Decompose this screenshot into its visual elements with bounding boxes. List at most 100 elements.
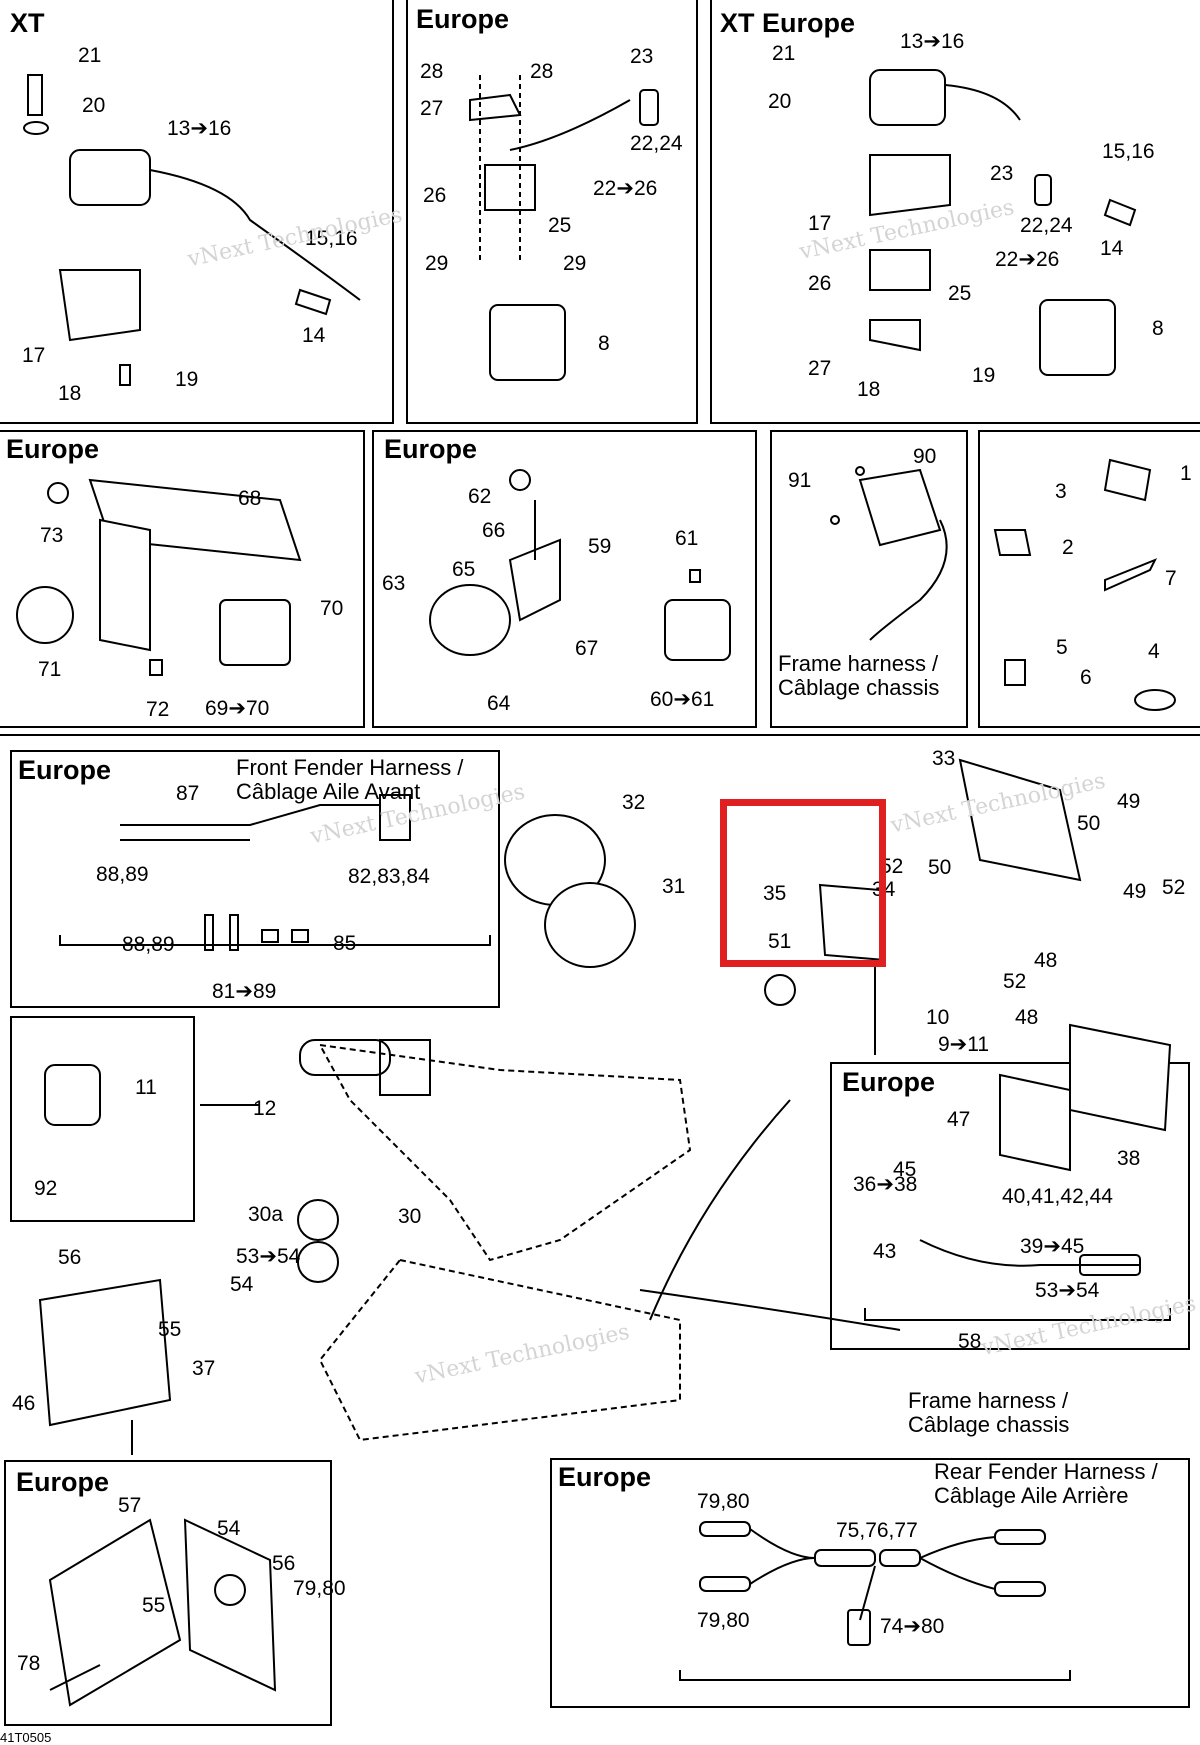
panel-xt xyxy=(0,0,394,424)
part-label: 73 xyxy=(40,524,63,547)
panel-front-fender xyxy=(10,750,500,1008)
part-label: 8 xyxy=(598,332,610,355)
part-label: 92 xyxy=(34,1177,57,1200)
part-label: 18 xyxy=(857,378,880,401)
part-label: 67 xyxy=(575,637,598,660)
part-label: 23 xyxy=(990,162,1013,185)
part-label: 48 xyxy=(1015,1006,1038,1029)
part-label: 85 xyxy=(333,932,356,955)
part-label: 49 xyxy=(1123,880,1146,903)
part-label: 75,76,77 xyxy=(836,1519,918,1542)
part-label: 26 xyxy=(423,184,446,207)
panel-xt-europe xyxy=(710,0,1200,424)
europe-top-assembly xyxy=(469,75,659,381)
part-label: 47 xyxy=(947,1108,970,1131)
part-label: 81➔89 xyxy=(212,980,276,1003)
switch-assembly xyxy=(44,1064,260,1126)
part-label: 13➔16 xyxy=(167,117,231,140)
part-label: 88,89 xyxy=(122,933,175,956)
part-label: 14 xyxy=(1100,237,1124,260)
part-label: 3 xyxy=(1055,480,1067,503)
part-label: 39➔45 xyxy=(1020,1235,1084,1258)
panel-title-europe-horn: Europe xyxy=(384,434,478,464)
part-label: 14 xyxy=(302,324,326,347)
part-label: 29 xyxy=(563,252,586,275)
part-label: 48 xyxy=(1034,949,1057,972)
part-label: 19 xyxy=(175,368,198,391)
part-label: 18 xyxy=(58,382,81,405)
watermarks: vNext Technologies vNext Technologies vN… xyxy=(185,195,1199,1390)
part-label: 25 xyxy=(548,214,571,237)
europe-taillight-assembly xyxy=(48,1518,277,1707)
panel-regulator xyxy=(770,430,968,728)
part-label: 88,89 xyxy=(96,863,149,886)
part-label: 78 xyxy=(17,1652,40,1675)
part-label: 61 xyxy=(675,527,698,550)
part-label: 29 xyxy=(425,252,448,275)
part-label: 15,16 xyxy=(1102,140,1155,163)
main-separator xyxy=(0,734,1200,736)
part-label: 49 xyxy=(1117,790,1140,813)
drawing-code: 41T0505 xyxy=(0,1730,52,1745)
part-label: 52 xyxy=(1003,970,1026,993)
part-label: 50 xyxy=(1077,812,1100,835)
panel-europe-taillight xyxy=(4,1460,332,1726)
part-label: 22➔26 xyxy=(593,177,657,200)
part-label: 71 xyxy=(38,658,61,681)
main-assembly xyxy=(38,758,1082,1455)
part-label: 5 xyxy=(1056,636,1068,659)
europe-lights-assembly xyxy=(16,478,302,676)
panel-title-xt: XT xyxy=(10,8,45,38)
part-label: 58 xyxy=(958,1330,981,1353)
part-label: 22,24 xyxy=(630,132,683,155)
panel-title-xt-europe: XT Europe xyxy=(720,8,856,38)
panel-title-europe-top: Europe xyxy=(416,4,510,34)
rear-fender-subtitle: Rear Fender Harness / Câblage Aile Arriè… xyxy=(934,1459,1158,1508)
watermark-front-fender: vNext Technologies xyxy=(307,779,527,849)
part-label: 56 xyxy=(272,1552,295,1575)
part-label: 23 xyxy=(630,45,653,68)
watermark-xt: vNext Technologies xyxy=(185,202,405,272)
part-label: 28 xyxy=(530,60,553,83)
part-label: 70 xyxy=(320,597,343,620)
part-label: 66 xyxy=(482,519,505,542)
panel-title-rear-fender: Europe xyxy=(558,1462,652,1492)
panel-title-europe-lights: Europe xyxy=(6,434,100,464)
part-label: 51 xyxy=(768,930,791,953)
part-label: 8 xyxy=(1152,317,1164,340)
part-label: 60➔61 xyxy=(650,688,714,711)
part-label: 26 xyxy=(808,272,831,295)
europe-horn-assembly xyxy=(429,469,731,661)
regulator-subtitle: Frame harness / Câblage chassis xyxy=(778,651,940,700)
part-label: 15,16 xyxy=(305,227,358,250)
part-label: 54 xyxy=(230,1273,254,1296)
part-label: 27 xyxy=(420,97,443,120)
europe-housing-assembly xyxy=(864,1023,1172,1321)
part-label: 54 xyxy=(217,1517,241,1540)
part-label: 91 xyxy=(788,469,811,492)
part-label: 17 xyxy=(808,212,831,235)
panel-europe-top xyxy=(406,0,698,424)
part-label: 82,83,84 xyxy=(348,865,430,888)
hardware-assembly xyxy=(993,458,1176,711)
xt-europe-assembly xyxy=(869,69,1137,376)
part-label: 33 xyxy=(932,747,955,770)
part-label: 6 xyxy=(1080,666,1092,689)
main-frame-harness-note: Frame harness / Câblage chassis xyxy=(908,1388,1070,1437)
part-label: 74➔80 xyxy=(880,1615,944,1638)
panel-rear-fender xyxy=(550,1458,1190,1708)
part-label: 31 xyxy=(662,875,685,898)
part-label: 62 xyxy=(468,485,491,508)
part-label: 13➔16 xyxy=(900,30,964,53)
panel-europe-housing xyxy=(830,1062,1190,1350)
part-label: 53➔54 xyxy=(1035,1279,1100,1302)
part-label: 17 xyxy=(22,344,45,367)
front-fender-harness xyxy=(59,794,491,951)
part-label: 20 xyxy=(82,94,105,117)
part-label: 68 xyxy=(238,487,261,510)
regulator-assembly xyxy=(830,466,948,641)
part-label: 55 xyxy=(142,1594,165,1617)
part-label: 40,41,42,44 xyxy=(1002,1185,1113,1208)
